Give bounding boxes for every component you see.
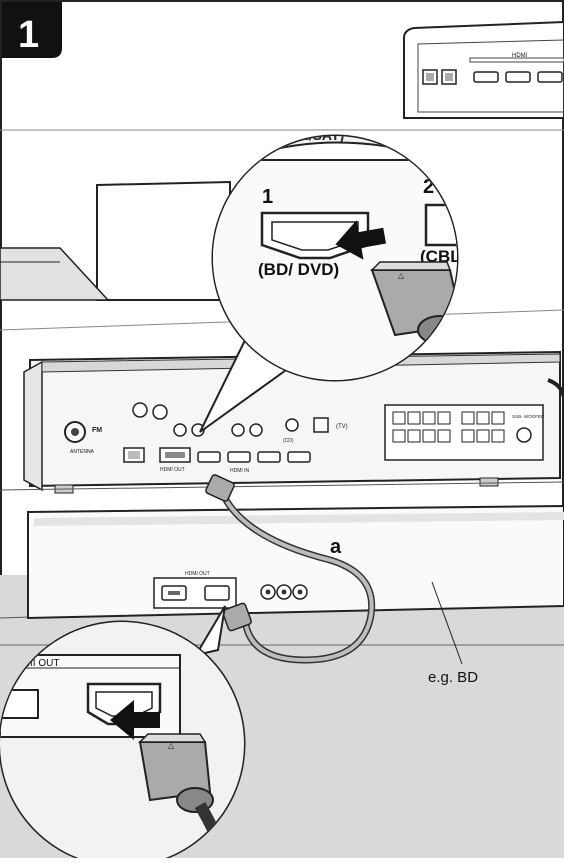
bd-hdmi-out-label: HDMI OUT [185,571,210,577]
fm-label: FM [92,427,102,434]
zoom-bottom: HDMI OUT △ [0,605,246,863]
step-badge: 1 [2,2,62,58]
zoom-top-port-2-number: 2 [423,176,434,198]
insert-arrow-icon [335,220,387,260]
zoom-top-port-1-label: (BD/ DVD) [258,260,339,279]
up-triangle-icon: △ [398,271,405,280]
step-number: 1 [18,14,39,56]
top-device: HDMI [403,20,564,119]
subwoofer-label: SUB- WOOFER [512,414,545,419]
cable-label: a [330,536,342,558]
left-device [0,180,231,301]
receiver-hdmi-out-label: HDMI OUT [160,467,185,473]
zoom-top: BL/SAT) 1 2 (BD/ DVD) (CBL/ S △ [199,127,459,433]
device-callout-line [431,581,463,665]
top-device-hdmi-label: HDMI [512,53,528,59]
av-receiver: FM ANTENNA HDMI OUT (TV) (CD) HDMI IN [23,350,564,494]
zoom-top-back-label: BL/SAT) [290,127,344,143]
zoom-bottom-hdmi-out-label: HDMI OUT [10,658,59,669]
hdmi-cable: a [205,474,376,664]
device-callout-label: e.g. BD [428,669,478,686]
up-triangle-bottom-icon: △ [168,741,175,750]
insert-arrow-bottom-icon [110,700,160,740]
cd-label: (CD) [283,438,294,444]
hdmi-in-label: HDMI IN [230,468,250,474]
tv-label: (TV) [336,424,348,430]
antenna-label: ANTENNA [70,449,95,455]
bd-player: HDMI OUT [27,504,564,620]
zoom-top-port-1-number: 1 [262,186,273,208]
